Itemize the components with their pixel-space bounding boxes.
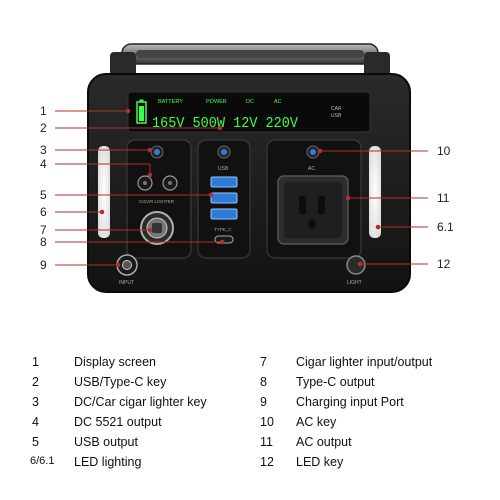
callout-3: 3 [40, 143, 47, 157]
callout-9: 9 [40, 258, 47, 272]
callout-6: 6 [40, 205, 47, 219]
usb-port-2 [210, 192, 238, 204]
legend-label: Cigar lighter input/output [296, 355, 433, 369]
legend-num: 9 [260, 395, 267, 409]
display-readout: 165V 500W 12V 220V [152, 115, 298, 132]
legend-num: 6/6.1 [30, 455, 55, 467]
led-light-left [98, 146, 110, 238]
input-label: INPUT [119, 280, 134, 286]
legend-num: 4 [32, 415, 39, 429]
callout-lines [55, 108, 428, 268]
legend-label: AC key [296, 415, 337, 429]
callout-8: 8 [40, 235, 47, 249]
legend-num: 10 [260, 415, 274, 429]
ac-label: AC [308, 166, 315, 172]
legend-label: LED lighting [74, 455, 142, 469]
callout-6-1: 6.1 [437, 220, 454, 234]
legend-label: Charging input Port [296, 395, 404, 409]
legend-num: 2 [32, 375, 39, 389]
legend-num: 12 [260, 455, 274, 469]
display-label-dc: DC [246, 99, 254, 105]
legend-label: USB output [74, 435, 138, 449]
legend-num: 7 [260, 355, 267, 369]
led-key-button[interactable]: LIGHT [346, 255, 366, 286]
legend-num: 8 [260, 375, 267, 389]
legend-label: DC 5521 output [74, 415, 162, 429]
legend-label: Display screen [74, 355, 156, 369]
carry-handle [110, 43, 390, 84]
legend-label: USB/Type-C key [74, 375, 167, 389]
callout-5: 5 [40, 188, 47, 202]
callout-4: 4 [40, 157, 47, 171]
dc-module: CIGAR LIGHTER [126, 139, 192, 259]
callout-7: 7 [40, 223, 47, 237]
callout-1: 1 [40, 104, 47, 118]
display-side-label-car: CAR [331, 106, 342, 112]
display-screen: BATTERY POWER DC AC CAR USB 165V 500W 12… [127, 91, 371, 133]
display-side-label-usb: USB [331, 113, 342, 119]
legend-num: 1 [32, 355, 39, 369]
legend-label: Type-C output [296, 375, 375, 389]
callout-2: 2 [40, 121, 47, 135]
typec-label: TYPE_C [214, 227, 232, 232]
display-label-ac: AC [274, 99, 282, 105]
legend-label: DC/Car cigar lighter key [74, 395, 207, 409]
usb-label: USB [218, 166, 229, 172]
display-label-power: POWER [206, 99, 227, 105]
legend-num: 11 [260, 435, 273, 449]
legend-label: LED key [296, 455, 344, 469]
power-station-illustration: BATTERY POWER DC AC CAR USB 165V 500W 12… [55, 43, 428, 293]
ac-module: AC [266, 139, 362, 259]
legend-num: 5 [32, 435, 39, 449]
legend-num: 3 [32, 395, 39, 409]
led-light-right [369, 146, 381, 238]
callout-12: 12 [437, 257, 451, 271]
display-label-battery: BATTERY [158, 99, 183, 105]
usb-module: USB TYPE_C [197, 139, 251, 259]
callout-11: 11 [437, 191, 450, 205]
usb-port-1 [210, 176, 238, 188]
cigar-lighter-label: CIGAR LIGHTER [139, 199, 175, 204]
legend-label: AC output [296, 435, 352, 449]
usb-port-3 [210, 208, 238, 220]
light-label: LIGHT [347, 280, 362, 286]
callout-10: 10 [437, 144, 451, 158]
